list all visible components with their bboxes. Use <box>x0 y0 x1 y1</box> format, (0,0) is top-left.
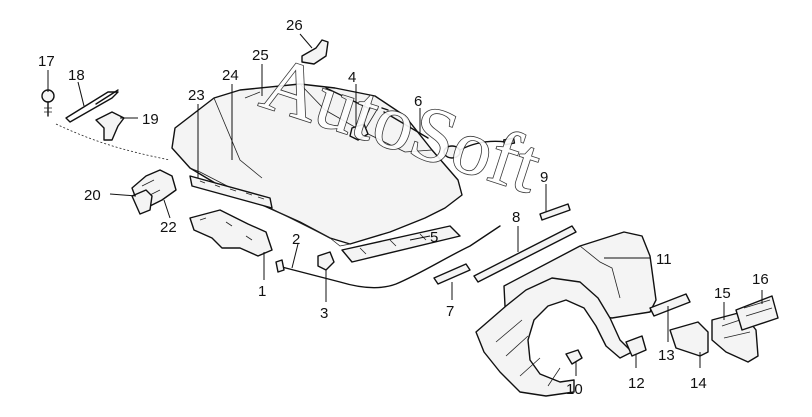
seal-strip-9[interactable] <box>539 203 571 221</box>
callout-4: 4 <box>348 69 356 86</box>
callout-22: 22 <box>160 219 177 236</box>
callout-12: 12 <box>628 375 645 392</box>
seal-strip-7[interactable] <box>433 263 471 285</box>
fender-bracket-13[interactable] <box>649 293 691 317</box>
callout-20: 20 <box>84 187 101 204</box>
callout-14: 14 <box>690 375 707 392</box>
trim-piece-16[interactable] <box>735 295 779 331</box>
callout-5: 5 <box>430 229 438 246</box>
hood-lamp-with-cable[interactable] <box>443 137 516 159</box>
hood-prop-rod[interactable] <box>65 89 119 123</box>
callout-6: 6 <box>414 93 422 110</box>
hood-hinge[interactable] <box>301 39 329 65</box>
callout-15: 15 <box>714 285 731 302</box>
callout-18: 18 <box>68 67 85 84</box>
callout-10: 10 <box>566 381 583 398</box>
hood-release-cable[interactable] <box>275 225 501 289</box>
hood-front-strip[interactable] <box>189 175 273 209</box>
seal-strip-8[interactable] <box>473 225 577 283</box>
callout-24: 24 <box>222 67 239 84</box>
hood-support-bracket[interactable] <box>189 209 273 257</box>
callout-19: 19 <box>142 111 159 128</box>
wheel-arch-liner[interactable] <box>475 277 633 397</box>
callout-3: 3 <box>320 305 328 322</box>
callout-leaders <box>47 33 763 376</box>
hood-reference-line <box>55 123 171 161</box>
fender-bracket-14[interactable] <box>669 321 709 357</box>
callout-26: 26 <box>286 17 303 34</box>
callout-1: 1 <box>258 283 266 300</box>
callout-16: 16 <box>752 271 769 288</box>
callout-11: 11 <box>656 251 672 268</box>
hood-lock-clip[interactable] <box>317 251 335 271</box>
bolt-fastener[interactable] <box>41 89 55 117</box>
callout-25: 25 <box>252 47 269 64</box>
callout-labels: 1 2 3 4 5 6 7 8 9 10 11 12 13 14 15 16 1… <box>38 17 769 398</box>
callout-13: 13 <box>658 347 675 364</box>
hood-catch-bracket[interactable] <box>95 111 125 141</box>
hood-seal-strips[interactable] <box>325 87 429 139</box>
callout-23: 23 <box>188 87 205 104</box>
striker-pin[interactable] <box>131 189 153 215</box>
washer-nozzle[interactable] <box>349 101 379 141</box>
callout-7: 7 <box>446 303 454 320</box>
callout-9: 9 <box>540 169 548 186</box>
callout-8: 8 <box>512 209 520 226</box>
callout-2: 2 <box>292 231 300 248</box>
mud-flap-bracket[interactable] <box>625 335 647 357</box>
clip-fastener[interactable] <box>565 349 583 365</box>
callout-17: 17 <box>38 53 55 70</box>
